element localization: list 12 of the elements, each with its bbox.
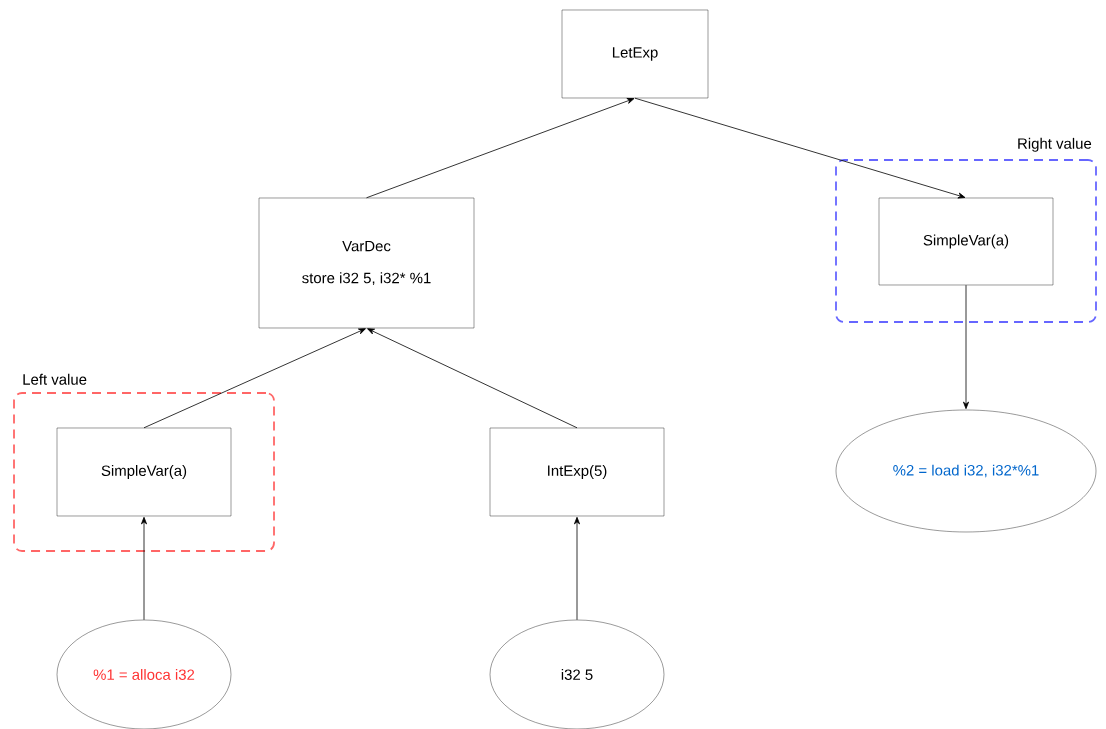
arrow — [367, 328, 578, 429]
arrow — [634, 97, 966, 199]
arrow — [963, 284, 969, 410]
process-box: VarDec store i32 5, i32* %1 — [258, 197, 475, 329]
process-box: SimpleVar(a) — [878, 197, 1054, 286]
process-box: IntExp(5) — [489, 427, 665, 517]
arrow — [574, 516, 580, 621]
process-box: SimpleVar(a) — [56, 427, 232, 517]
arrow — [141, 516, 147, 621]
process-box: LetExp — [561, 9, 709, 99]
arrow — [366, 98, 635, 199]
arrow — [143, 328, 366, 429]
